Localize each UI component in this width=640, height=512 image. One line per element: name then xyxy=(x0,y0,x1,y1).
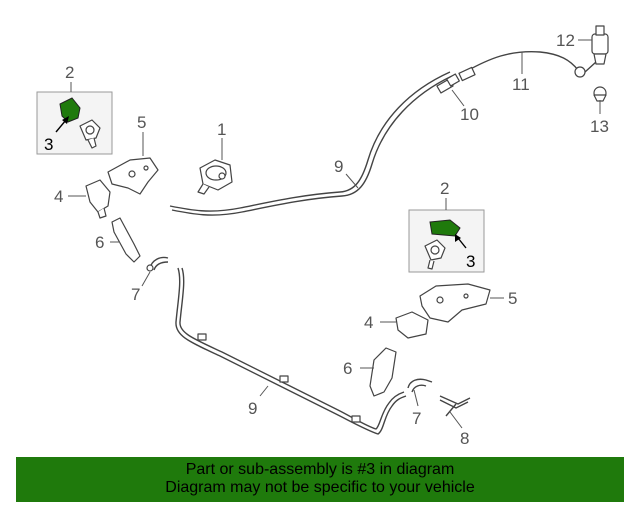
callout-10: 10 xyxy=(460,105,479,124)
callout-3-left: 3 xyxy=(44,135,53,154)
grommet-part-13 xyxy=(593,86,607,102)
hose-clip-2 xyxy=(279,375,289,383)
callout-9-upper: 9 xyxy=(334,157,343,176)
rear-washer-hose xyxy=(464,50,579,73)
left-highlight-cap-part-3 xyxy=(59,97,81,123)
callout-12: 12 xyxy=(556,31,575,50)
left-arrow-3 xyxy=(55,119,67,133)
callout-6-left: 6 xyxy=(95,233,104,252)
washer-pump-part-1 xyxy=(197,159,233,195)
bracket-part-5-right xyxy=(419,283,491,323)
hose-clip-3 xyxy=(351,415,361,423)
left-nozzle-part-3 xyxy=(79,119,101,149)
bracket-part-5-left xyxy=(107,157,159,195)
leader-8 xyxy=(449,411,463,429)
lower-washer-hose xyxy=(175,267,407,435)
callout-13: 13 xyxy=(590,117,609,136)
left-arrowhead-3 xyxy=(62,116,69,124)
disclaimer-banner: Part or sub-assembly is #3 in diagram Di… xyxy=(16,457,624,502)
hose-connector-top xyxy=(458,66,476,82)
callout-4-left: 4 xyxy=(54,187,63,206)
banner-line-2: Diagram may not be specific to your vehi… xyxy=(165,479,475,496)
holder-part-4-right xyxy=(395,311,429,339)
elbow-part-7-left xyxy=(146,256,169,272)
callout-5-right: 5 xyxy=(508,289,517,308)
hose-clip-1 xyxy=(197,333,207,341)
right-highlight-cap-part-3 xyxy=(429,219,461,237)
hose-connector-part-10 xyxy=(436,73,460,94)
right-nozzle-part-3 xyxy=(424,239,446,270)
cover-part-6-right xyxy=(369,347,397,397)
right-arrowhead-3 xyxy=(455,234,461,242)
leader-9-upper xyxy=(345,173,359,189)
callout-9-lower: 9 xyxy=(248,399,257,418)
upper-washer-hose-inner xyxy=(171,75,453,216)
callout-8: 8 xyxy=(460,429,469,448)
callout-2-left: 2 xyxy=(65,63,74,82)
tee-connector-part-8 xyxy=(439,395,471,417)
leader-7-right xyxy=(413,389,419,407)
callout-11: 11 xyxy=(512,75,530,94)
upper-washer-hose xyxy=(169,71,451,212)
callout-1: 1 xyxy=(217,120,226,139)
callout-7-right: 7 xyxy=(412,409,421,428)
leader-10 xyxy=(451,89,465,107)
cover-part-6-left xyxy=(111,217,141,263)
right-arrow-3 xyxy=(457,237,467,249)
callout-7-left: 7 xyxy=(131,285,140,304)
banner-line-1: Part or sub-assembly is #3 in diagram xyxy=(185,461,455,478)
callout-6-right: 6 xyxy=(343,359,352,378)
leader-9-lower xyxy=(259,385,269,397)
washer-valve-part-12 xyxy=(574,25,609,78)
callout-2-right: 2 xyxy=(440,179,449,198)
holder-part-4-left xyxy=(85,179,111,219)
callout-3-right: 3 xyxy=(466,252,475,271)
leader-7-left xyxy=(141,271,151,287)
elbow-part-7-right xyxy=(407,378,433,393)
lower-washer-hose-inner xyxy=(179,267,405,430)
callout-5-left: 5 xyxy=(137,113,146,132)
callout-4-right: 4 xyxy=(364,313,373,332)
